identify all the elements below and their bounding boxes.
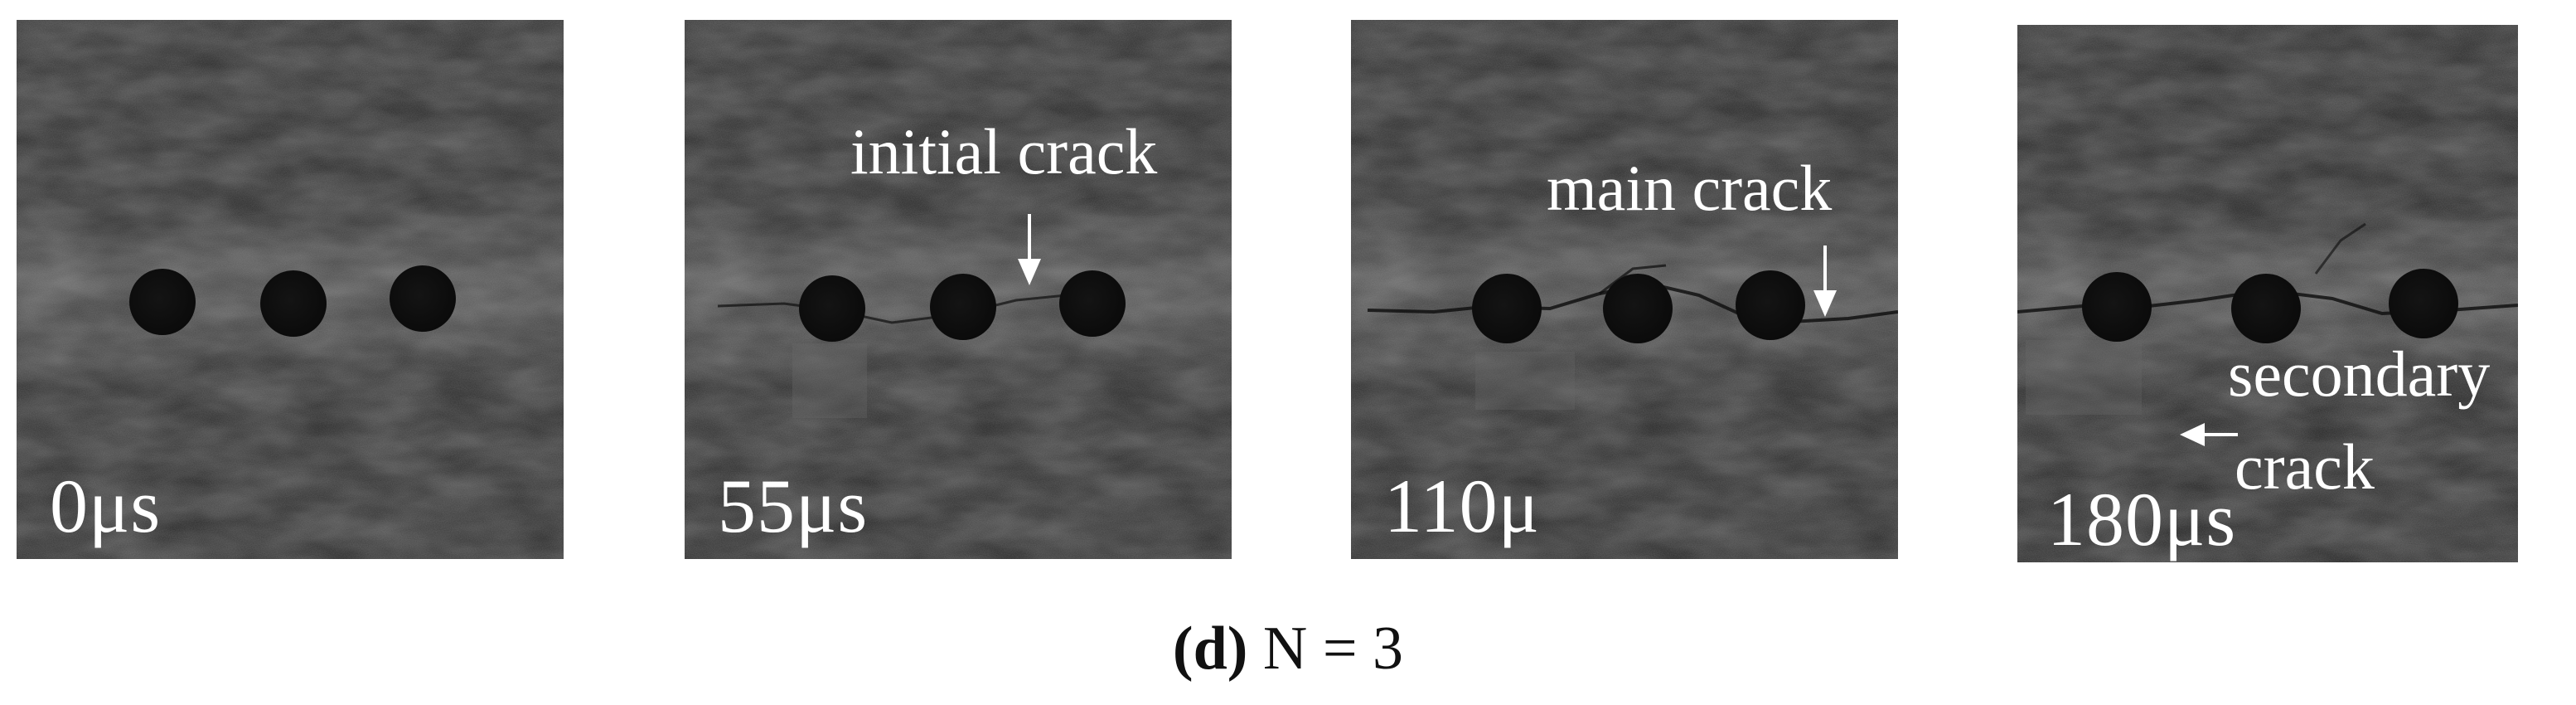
photo-panel-0us: 0μs <box>17 20 564 559</box>
photo-panel-55us: initial crack 55μs <box>685 20 1232 559</box>
specimen-image <box>2017 25 2518 562</box>
borehole <box>2231 274 2301 343</box>
borehole <box>1059 270 1126 337</box>
secondary-crack-label-line1: secondary <box>2228 338 2491 410</box>
caption-text: N = 3 <box>1247 615 1404 683</box>
time-label: 110μ <box>1384 464 1540 548</box>
photo-panel-110us: main crack 110μ <box>1351 20 1898 559</box>
borehole <box>799 275 865 342</box>
borehole <box>1472 274 1542 343</box>
time-label: 0μs <box>50 464 162 548</box>
photo-panel-180us: secondary crack 180μs <box>2017 25 2518 562</box>
down-arrow-icon <box>1018 214 1041 285</box>
down-arrow-icon <box>1813 246 1837 317</box>
borehole <box>129 269 196 335</box>
secondary-crack-label-line2: crack <box>2235 430 2375 503</box>
borehole <box>2389 269 2458 338</box>
borehole <box>260 270 327 337</box>
borehole <box>930 274 996 340</box>
time-label: 55μs <box>718 464 869 548</box>
borehole <box>1736 270 1805 340</box>
main-crack-label: main crack <box>1547 152 1833 224</box>
crack-line <box>717 294 1067 324</box>
specimen-image <box>17 20 564 559</box>
left-arrow-icon <box>2180 423 2238 446</box>
borehole <box>1603 274 1673 343</box>
initial-crack-label: initial crack <box>850 115 1158 187</box>
borehole <box>2082 272 2152 342</box>
caption-letter: (d) <box>1172 615 1248 683</box>
borehole <box>390 265 456 332</box>
figure-caption: (d) N = 3 <box>0 614 2576 684</box>
specimen-image <box>685 20 1232 559</box>
specimen-image <box>1351 20 1898 559</box>
time-label: 180μs <box>2047 477 2237 562</box>
